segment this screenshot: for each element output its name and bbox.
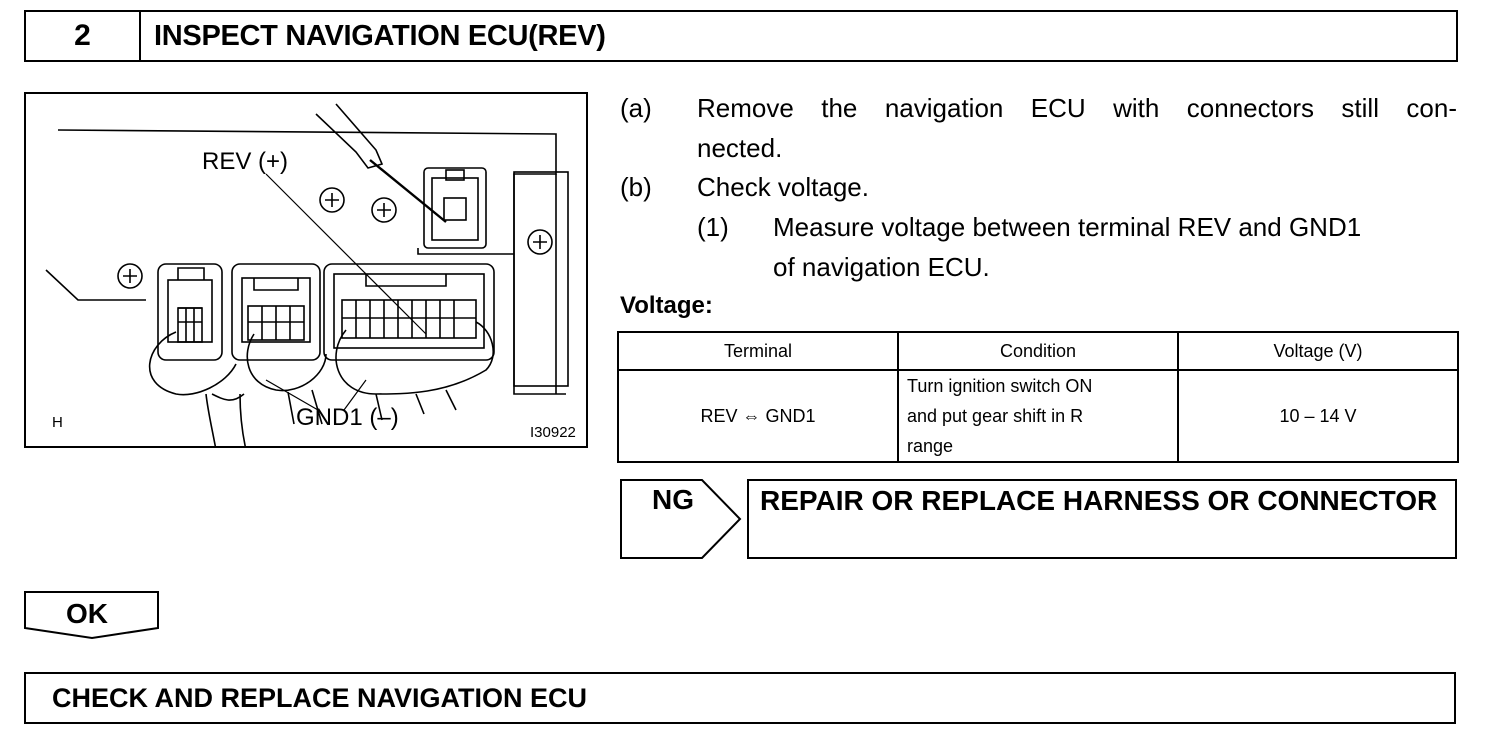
- ecu-connector-illustration: REV (+) GND1 (–) H I30922: [24, 92, 588, 448]
- step-number: 2: [26, 12, 141, 60]
- instruction-b1-tag: (1): [697, 212, 729, 242]
- connector-drawing: [45, 103, 569, 446]
- header-voltage: Voltage (V): [1177, 331, 1459, 371]
- instruction-a-line2: nected.: [697, 133, 783, 163]
- ng-result-box: NG REPAIR OR REPLACE HARNESS OR CONNECTO…: [620, 476, 1458, 562]
- gnd1-minus-label: GND1 (–): [296, 404, 399, 431]
- table-header-row: Terminal Condition Voltage (V): [617, 331, 1459, 371]
- condition-line-3: range: [907, 436, 954, 456]
- final-step-box: CHECK AND REPLACE NAVIGATION ECU: [24, 672, 1456, 724]
- ok-result-box: OK: [24, 590, 160, 640]
- table-row: REV ⇔ GND1 Turn ignition switch ON and p…: [617, 369, 1459, 463]
- ng-box-outline: [620, 479, 1457, 559]
- cell-voltage: 10 – 14 V: [1177, 369, 1459, 463]
- header-terminal: Terminal: [617, 331, 899, 371]
- instruction-b-text: Check voltage.: [697, 172, 869, 202]
- ng-label: NG: [652, 484, 694, 515]
- rev-plus-label: REV (+): [202, 148, 289, 175]
- header-condition: Condition: [897, 331, 1179, 371]
- voltage-spec-table: Terminal Condition Voltage (V) REV ⇔ GND…: [617, 331, 1459, 463]
- voltage-label: Voltage:: [620, 292, 713, 319]
- figure-id: I30922: [530, 424, 576, 441]
- condition-line-1: Turn ignition switch ON: [907, 376, 1093, 396]
- figure-corner-letter: H: [52, 414, 63, 431]
- ng-action-text: REPAIR OR REPLACE HARNESS OR CONNECTOR: [760, 485, 1438, 516]
- instruction-b1-line1: Measure voltage between terminal REV and…: [773, 212, 1362, 242]
- instruction-a-tag: (a): [620, 93, 652, 123]
- final-step-text: CHECK AND REPLACE NAVIGATION ECU: [52, 683, 588, 713]
- ok-label: OK: [66, 598, 108, 629]
- cell-terminal: REV ⇔ GND1: [617, 369, 899, 463]
- condition-line-2: and put gear shift in R: [907, 406, 1084, 426]
- instruction-b1-line2: of navigation ECU.: [773, 252, 990, 282]
- step-header: 2 INSPECT NAVIGATION ECU(REV): [24, 10, 1458, 62]
- step-title: INSPECT NAVIGATION ECU(REV): [154, 20, 606, 52]
- instruction-a-line1: Remove the navigation ECU with connector…: [697, 93, 1457, 123]
- instruction-b-tag: (b): [620, 172, 652, 202]
- ok-box-outline: [24, 591, 159, 640]
- cell-condition: Turn ignition switch ON and put gear shi…: [897, 369, 1179, 463]
